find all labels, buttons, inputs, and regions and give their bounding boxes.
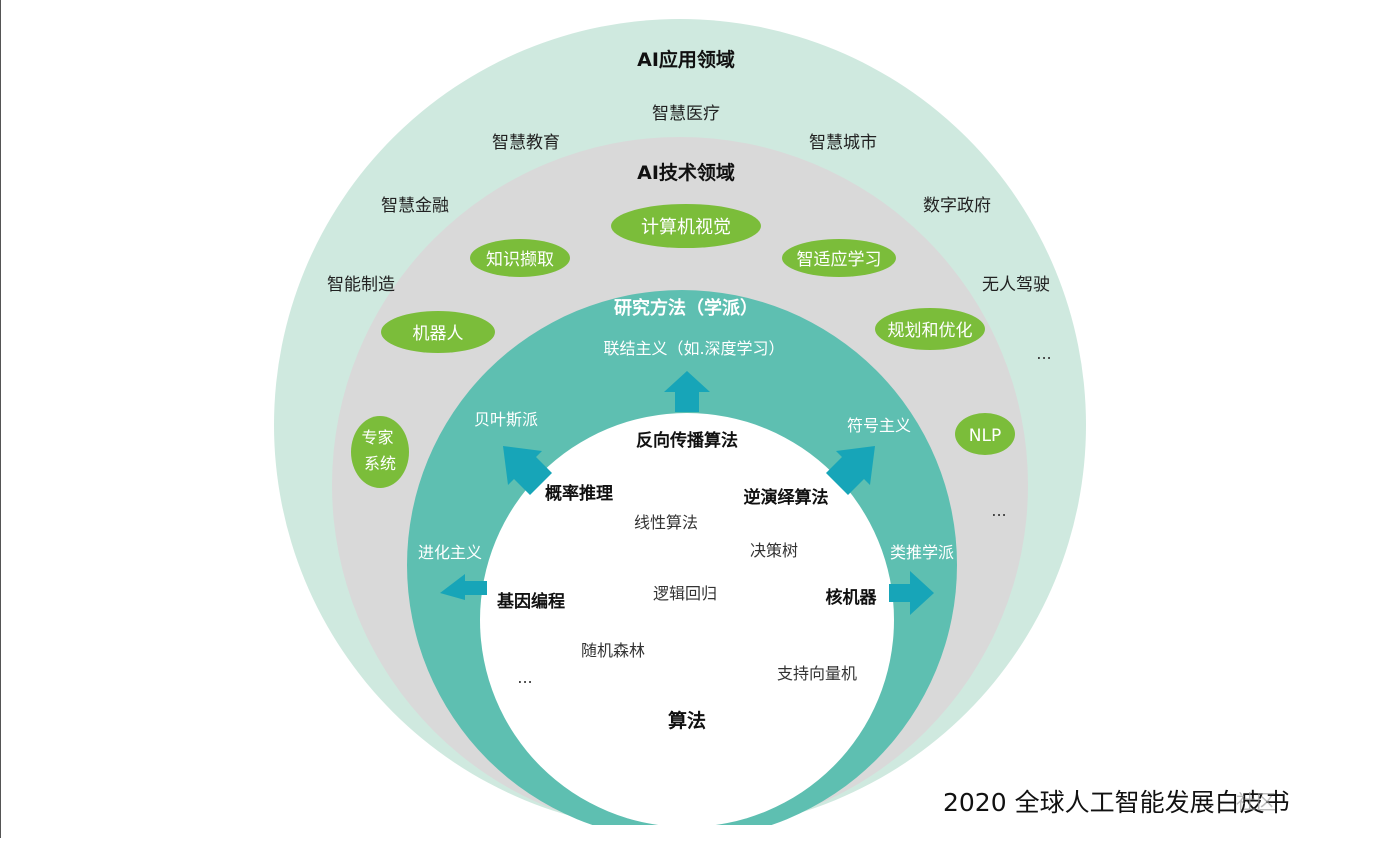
algo-kernel-machines: 核机器: [826, 587, 878, 608]
tech-knowledge-extraction: 知识撷取: [486, 250, 554, 270]
pill-nlp: [955, 413, 1015, 455]
tech-robot: 机器人: [413, 324, 464, 344]
method-symbolism: 符号主义: [847, 416, 911, 435]
tech-adaptive-learning: 智适应学习: [797, 250, 882, 270]
tech-expert-system-line1: 专家: [361, 428, 393, 447]
figure-caption: 2020 全球人工智能发展白皮书: [943, 788, 1290, 817]
algo-inverse-deduction: 逆演绎算法: [744, 487, 829, 508]
arrow-right-icon: [889, 571, 934, 615]
arrow-upleft-icon: [503, 446, 552, 495]
algorithms-core: [480, 413, 894, 825]
technology-title: AI技术领域: [637, 161, 735, 184]
tech-ellipsis: ...: [991, 501, 1006, 520]
algo-linear: 线性算法: [634, 513, 698, 532]
arrow-left-icon: [440, 574, 484, 600]
pill-knowledge-extraction: [470, 239, 570, 277]
method-connectionism: 联结主义（如.深度学习）: [603, 339, 784, 358]
algo-random-forest: 随机森林: [581, 641, 645, 660]
pill-adaptive-learning: [782, 239, 896, 277]
methods-title: 研究方法（学派）: [614, 297, 758, 319]
arrow-up-icon: [664, 371, 710, 412]
page-border: [0, 0, 1, 838]
pill-expert-system: [351, 416, 409, 488]
algo-ellipsis: ...: [517, 668, 532, 687]
algo-backpropagation: 反向传播算法: [636, 430, 738, 451]
algo-genetic-programming: 基因编程: [496, 591, 565, 612]
arrow-left-shaft: [465, 581, 487, 595]
algorithms-title: 算法: [668, 709, 706, 732]
app-smart-healthcare: 智慧医疗: [652, 104, 720, 124]
app-smart-education: 智慧教育: [492, 133, 560, 153]
method-evolutionism: 进化主义: [418, 543, 482, 562]
app-ellipsis: ...: [1036, 344, 1051, 363]
app-digital-government: 数字政府: [923, 196, 991, 216]
pill-planning: [875, 308, 985, 350]
app-smart-city: 智慧城市: [809, 133, 877, 153]
pill-computer-vision: [611, 204, 761, 248]
algo-decision-tree: 决策树: [750, 541, 798, 560]
algo-logistic-regression: 逻辑回归: [653, 584, 717, 603]
arrow-upright-icon: [826, 446, 875, 495]
algo-probabilistic-inference: 概率推理: [545, 483, 613, 504]
tech-expert-system-line2: 系统: [364, 454, 396, 473]
pill-robot: [381, 311, 495, 353]
algo-svm: 支持向量机: [777, 664, 857, 683]
app-smart-manufacturing: 智能制造: [327, 275, 395, 295]
tech-nlp: NLP: [969, 426, 1001, 446]
tech-planning-optimization: 规划和优化: [888, 321, 973, 341]
app-smart-finance: 智慧金融: [381, 196, 449, 216]
method-bayesian: 贝叶斯派: [474, 410, 538, 429]
tech-expert-system: 专家 系统: [361, 428, 398, 473]
tech-computer-vision: 计算机视觉: [641, 217, 731, 238]
watermark-text: 社区: [1236, 790, 1276, 814]
app-autonomous-driving: 无人驾驶: [982, 275, 1050, 295]
method-analogizers: 类推学派: [890, 543, 954, 562]
application-title: AI应用领域: [637, 48, 735, 71]
